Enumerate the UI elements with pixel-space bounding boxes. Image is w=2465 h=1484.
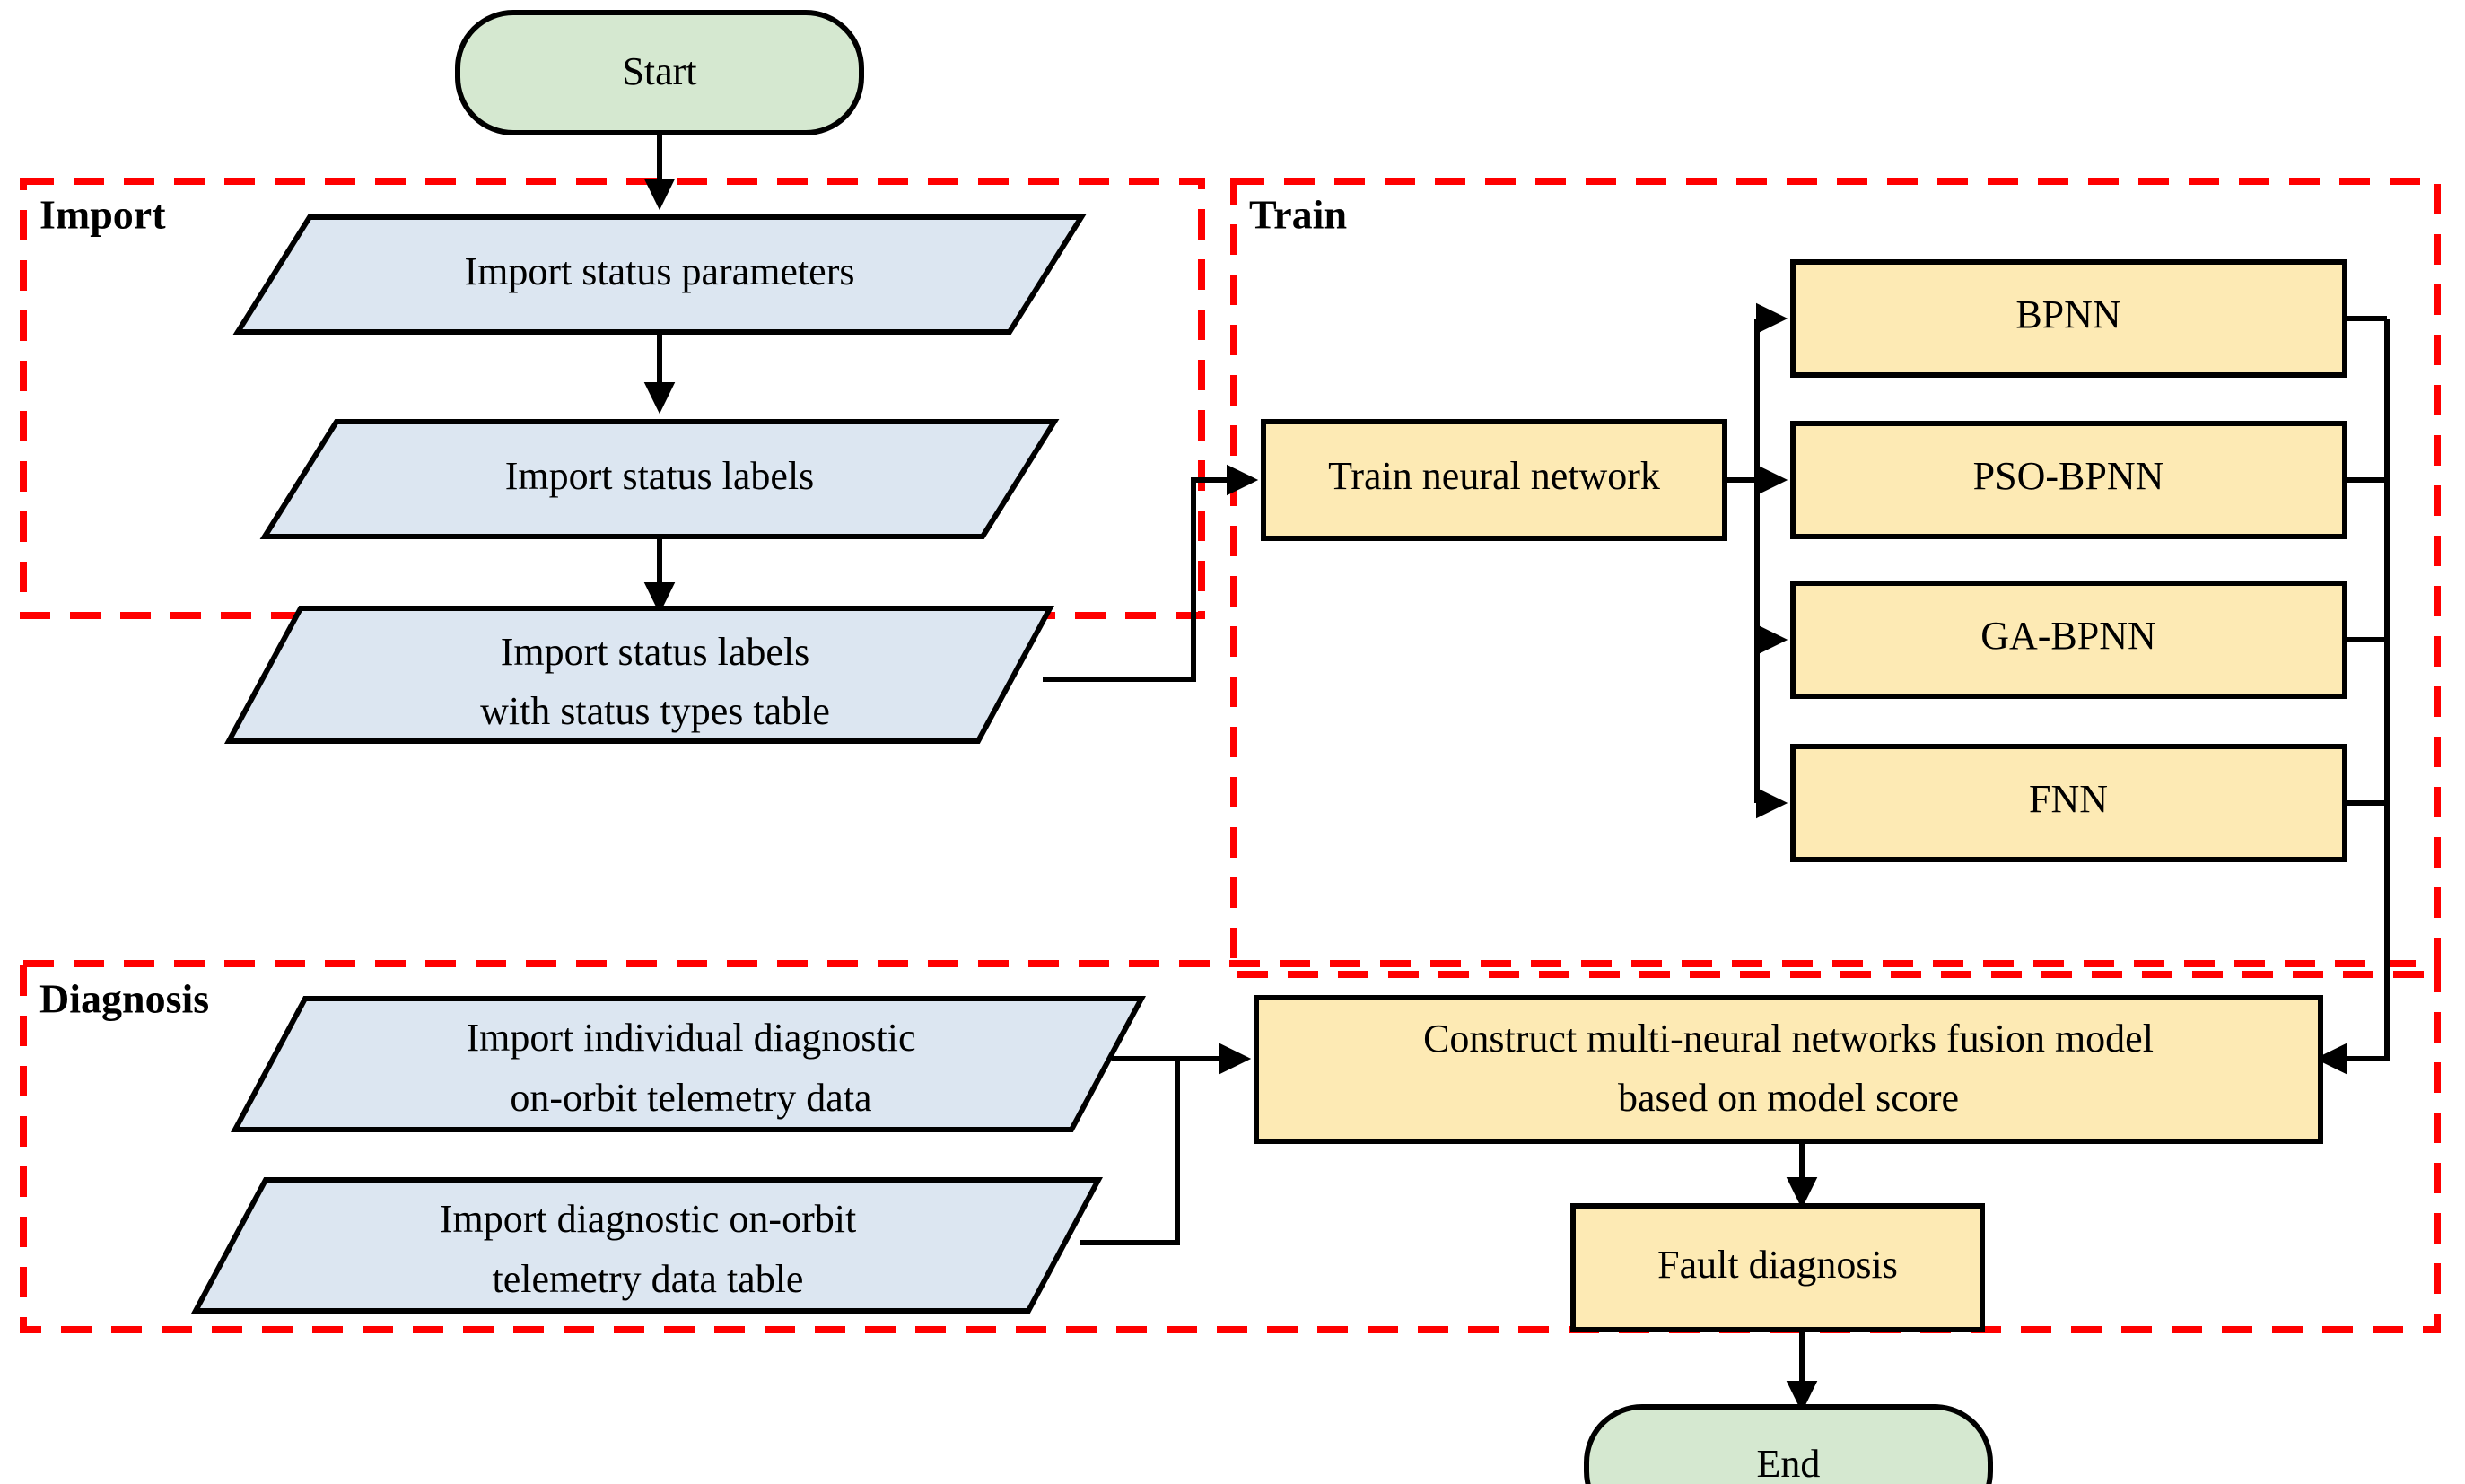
bpnn-shape xyxy=(1790,259,2347,378)
bpnn-label: BPNN xyxy=(2015,292,2120,336)
node-fnn[interactable]: FNN xyxy=(1790,744,2347,862)
edge-merge-bus-to-fusion-model xyxy=(2314,319,2390,1075)
import-individual-diagnostic-label-line1: Import individual diagnostic xyxy=(466,1016,915,1060)
group-box-train xyxy=(1230,178,2441,978)
group-label-train-wrap: Train xyxy=(1246,191,1371,243)
node-ga-bpnn[interactable]: GA-BPNN xyxy=(1790,581,2347,699)
import-status-labels-label: Import status labels xyxy=(505,454,815,498)
fnn-label: FNN xyxy=(2029,777,2108,821)
import-individual-diagnostic-shape xyxy=(230,996,1147,1132)
node-end[interactable]: End xyxy=(1584,1404,1993,1484)
node-fusion-model[interactable]: Construct multi-neural networks fusion m… xyxy=(1254,995,2323,1144)
train-neural-network-label: Train neural network xyxy=(1328,454,1660,498)
edge-import-table-to-train-neural-network xyxy=(1043,464,1259,682)
group-label-import-bg xyxy=(36,191,193,243)
group-label-import: Import xyxy=(39,192,166,238)
fnn-shape xyxy=(1790,744,2347,862)
group-label-diagnosis-bg xyxy=(36,975,260,1027)
group-label-train-bg xyxy=(1246,191,1371,243)
group-label-train: Train xyxy=(1249,192,1347,238)
import-individual-diagnostic-label-line2: on-orbit telemetry data xyxy=(510,1076,871,1120)
start-shape xyxy=(455,10,864,135)
group-label-diagnosis: Diagnosis xyxy=(39,976,209,1022)
node-bpnn[interactable]: BPNN xyxy=(1790,259,2347,378)
import-status-labels-shape xyxy=(259,419,1060,539)
group-box-diagnosis xyxy=(20,960,2441,1333)
node-import-status-parameters[interactable]: Import status parameters xyxy=(232,214,1087,335)
import-diagnostic-table-label-line1: Import diagnostic on-orbit xyxy=(440,1197,856,1241)
edge-import-diag-table-to-fusion-model xyxy=(1080,1059,1180,1245)
node-import-individual-diagnostic[interactable]: Import individual diagnostic on-orbit te… xyxy=(230,996,1147,1132)
import-diagnostic-table-label-line2: telemetry data table xyxy=(493,1257,804,1301)
end-shape xyxy=(1584,1404,1993,1484)
import-status-labels-table-label-line1: Import status labels xyxy=(501,630,810,674)
node-import-status-labels-table[interactable]: Import status labels with status types t… xyxy=(223,606,1055,744)
end-label: End xyxy=(1757,1442,1821,1484)
node-import-status-labels[interactable]: Import status labels xyxy=(259,419,1060,539)
fusion-model-label-line1: Construct multi-neural networks fusion m… xyxy=(1423,1017,2154,1061)
import-diagnostic-table-shape xyxy=(190,1177,1104,1314)
node-fault-diagnosis[interactable]: Fault diagnosis xyxy=(1570,1203,1985,1332)
group-label-import-wrap: Import xyxy=(36,191,193,243)
pso-bpnn-label: PSO-BPNN xyxy=(1973,454,2164,498)
node-import-diagnostic-table[interactable]: Import diagnostic on-orbit telemetry dat… xyxy=(190,1177,1104,1314)
import-status-labels-table-shape xyxy=(223,606,1055,744)
node-train-neural-network[interactable]: Train neural network xyxy=(1261,419,1727,541)
ga-bpnn-label: GA-BPNN xyxy=(1980,614,2156,658)
edge-train-branch-bus xyxy=(1725,319,1760,803)
pso-bpnn-shape xyxy=(1790,421,2347,539)
train-neural-network-shape xyxy=(1261,419,1727,541)
import-status-parameters-shape xyxy=(232,214,1087,335)
fusion-model-label-line2: based on model score xyxy=(1618,1076,1959,1120)
node-start[interactable]: Start xyxy=(455,10,864,135)
import-status-parameters-label: Import status parameters xyxy=(465,249,855,293)
group-label-diagnosis-wrap: Diagnosis xyxy=(36,975,260,1027)
ga-bpnn-shape xyxy=(1790,581,2347,699)
node-pso-bpnn[interactable]: PSO-BPNN xyxy=(1790,421,2347,539)
import-status-labels-table-label-line2: with status types table xyxy=(480,689,830,733)
fault-diagnosis-label: Fault diagnosis xyxy=(1657,1243,1898,1287)
start-label: Start xyxy=(622,49,696,93)
fault-diagnosis-shape xyxy=(1570,1203,1985,1332)
fusion-model-shape xyxy=(1254,995,2323,1144)
